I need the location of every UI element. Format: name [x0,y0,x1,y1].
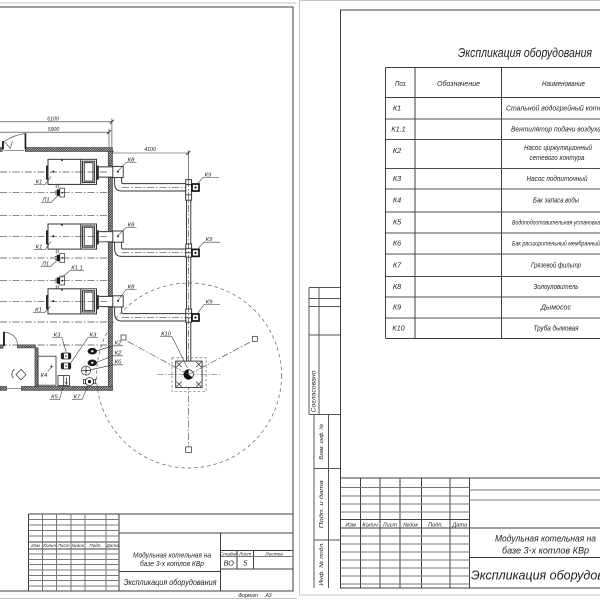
svg-text:Дата: Дата [451,522,467,528]
svg-text:К1.1: К1.1 [71,265,82,271]
svg-text:Взам. инф. №: Взам. инф. № [319,423,325,459]
svg-text:6100: 6100 [47,117,59,123]
svg-text:К9: К9 [205,172,212,178]
svg-text:Экспликация оборудования: Экспликация оборудования [471,569,600,583]
svg-text:Золоуловитель: Золоуловитель [534,282,579,291]
svg-text:К2: К2 [393,146,401,155]
svg-text:Лист: Лист [57,543,70,548]
svg-text:5900: 5900 [48,127,60,133]
svg-text:К3: К3 [54,332,61,338]
svg-text:К10: К10 [392,323,404,332]
svg-text:4100: 4100 [144,147,156,153]
svg-text:Бак запаса воды: Бак запаса воды [533,196,580,205]
svg-text:Подп.: Подп. [89,543,101,548]
svg-text:Изм: Изм [345,522,356,528]
svg-text:К1: К1 [36,179,43,185]
svg-text:5: 5 [243,558,248,567]
svg-text:Лист: Лист [238,552,251,558]
svg-text:К6: К6 [115,360,122,366]
svg-text:Поз.: Поз. [395,79,407,88]
svg-text:Л1: Л1 [41,261,49,267]
svg-text:К8: К8 [393,282,402,291]
svg-text:Бак расширительный мембранный: Бак расширительный мембранный [512,240,600,248]
svg-text:Труба дымовая: Труба дымовая [534,323,579,332]
svg-text:Наименование: Наименование [542,79,585,88]
svg-text:Подп.: Подп. [428,522,443,528]
svg-text:Формат: Формат [238,593,258,599]
svg-text:Насос циркуляционный: Насос циркуляционный [524,143,592,152]
svg-text:К7: К7 [74,394,81,400]
svg-text:ВО: ВО [224,558,235,567]
svg-text:Листов: Листов [264,552,283,558]
svg-text:Колич: Колич [43,543,56,548]
svg-text:Обозначение: Обозначение [437,79,480,88]
svg-text:№док: №док [403,522,418,528]
svg-text:К10: К10 [161,331,172,337]
svg-text:К5: К5 [51,394,58,400]
svg-text:К1.1: К1.1 [391,124,405,133]
svg-text:Модульная котельная на: Модульная котельная на [133,552,211,560]
svg-text:Вентилятор подачи воздуха: Вентилятор подачи воздуха [511,124,600,133]
svg-text:К4: К4 [41,373,48,379]
svg-text:Инф. № подл.: Инф. № подл. [319,542,325,586]
svg-text:К1: К1 [35,307,42,313]
svg-text:К2: К2 [115,351,122,357]
svg-text:Дата: Дата [106,543,120,548]
svg-text:Л1: Л1 [41,197,49,203]
svg-text:К9: К9 [393,303,401,312]
svg-text:А3: А3 [264,593,271,599]
svg-text:Водоподготовительная установка: Водоподготовительная установка [512,219,600,227]
svg-text:К6: К6 [393,239,402,248]
svg-text:Подп. и дата: Подп. и дата [319,480,325,528]
svg-text:К7: К7 [393,260,402,269]
svg-text:Лист: Лист [382,522,398,528]
svg-text:К8: К8 [128,284,135,290]
svg-text:Насос подпиточный: Насос подпиточный [527,174,588,183]
svg-text:базе 3-х котлов КВр: базе 3-х котлов КВр [502,546,589,557]
svg-text:К9: К9 [206,237,213,243]
svg-text:К1: К1 [36,244,43,250]
svg-text:Экспликация оборудования: Экспликация оборудования [124,578,218,587]
svg-text:Стадия: Стадия [220,552,238,558]
svg-text:К8: К8 [128,222,135,228]
svg-text:сетевого контура: сетевого контура [530,153,585,162]
svg-text:Модульная котельная на: Модульная котельная на [495,534,596,545]
svg-text:К3: К3 [90,332,97,338]
svg-text:базе 3-х котлов КВр: базе 3-х котлов КВр [140,560,204,568]
svg-text:№док: №док [72,543,85,548]
svg-text:Грязевой фильтр: Грязевой фильтр [531,260,581,269]
svg-text:Дымосос: Дымосос [540,303,571,312]
svg-text:К9: К9 [206,299,213,305]
svg-text:К5: К5 [393,218,402,227]
svg-text:Стальной водогрейный котел: Стальной водогрейный котел [506,103,600,112]
svg-text:К2: К2 [115,341,122,347]
svg-text:К4: К4 [393,196,401,205]
svg-text:К1: К1 [393,103,401,112]
svg-text:Колич: Колич [362,522,378,528]
svg-text:К3: К3 [393,174,401,183]
svg-text:Согласовано: Согласовано [312,370,318,413]
svg-text:Экспликация оборудования: Экспликация оборудования [458,45,592,60]
svg-text:Изм: Изм [31,543,40,548]
svg-text:К8: К8 [128,157,135,163]
